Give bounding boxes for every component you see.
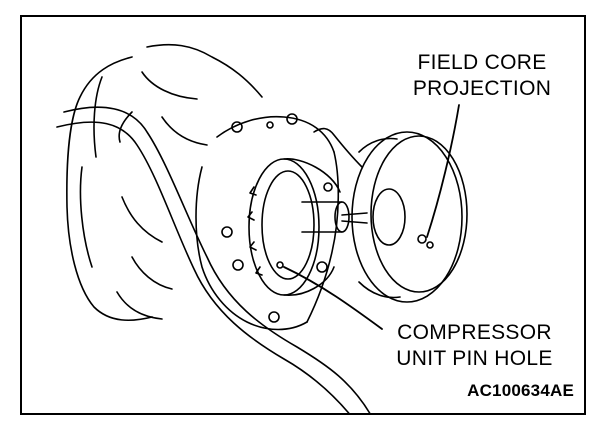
pin-hole-label-line1: COMPRESSOR	[397, 321, 552, 344]
field-core-projection-label: FIELD CORE PROJECTION	[392, 50, 572, 102]
compressor-front-housing	[195, 113, 340, 331]
belt	[56, 106, 371, 413]
compressor-illustration	[56, 43, 468, 413]
rotor-seat	[247, 158, 368, 296]
field-core-label-line1: FIELD CORE	[417, 51, 547, 74]
figure-id: AC100634AE	[467, 381, 574, 400]
field-core	[313, 127, 468, 303]
diagram-frame: FIELD CORE PROJECTION COMPRESSOR UNIT PI…	[20, 15, 586, 415]
leader-lines	[283, 104, 460, 330]
field-core-label-line2: PROJECTION	[412, 77, 552, 100]
compressor-body	[66, 43, 263, 321]
compressor-pin-hole-label: COMPRESSOR UNIT PIN HOLE	[372, 320, 577, 372]
pin-hole-label-line2: UNIT PIN HOLE	[396, 347, 553, 370]
